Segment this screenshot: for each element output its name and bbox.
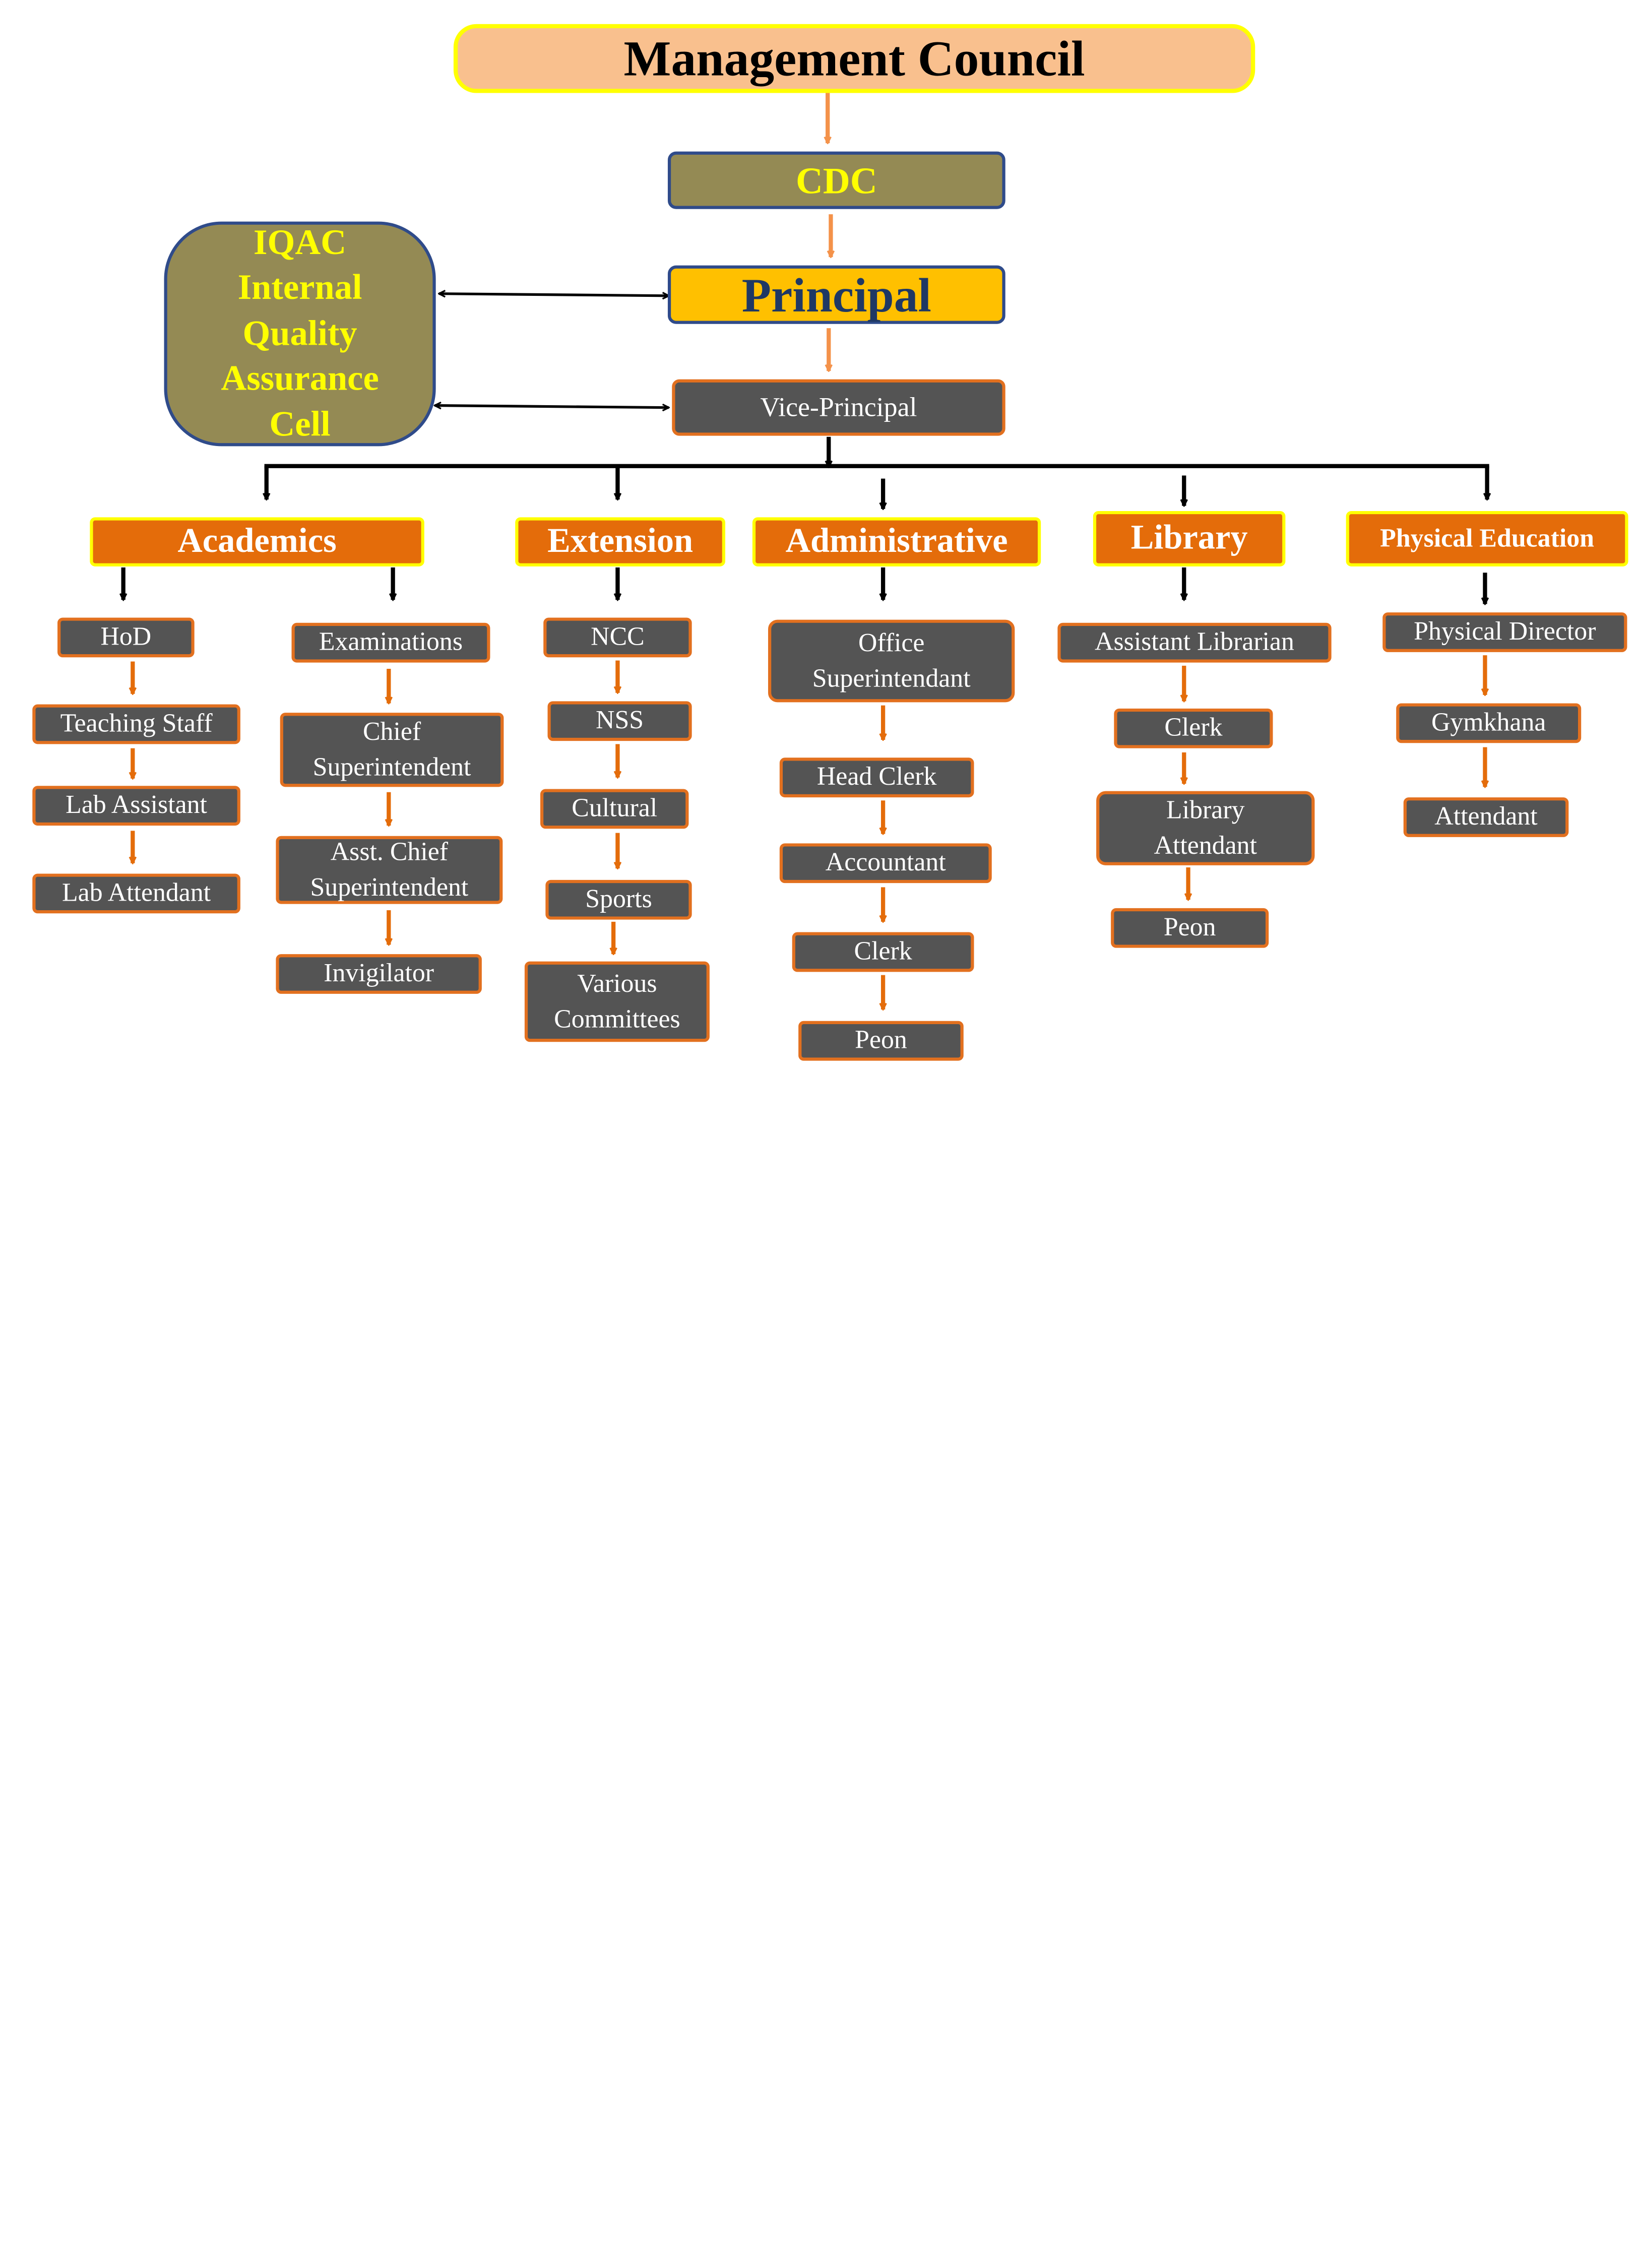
cultural-node: Cultural — [540, 789, 689, 829]
office-superintendant-line: Superintendant — [812, 664, 971, 692]
vice-principal-label: Vice-Principal — [760, 392, 917, 422]
admin-clerk-node: Clerk — [792, 932, 974, 972]
vice-principal-node: Vice-Principal — [672, 379, 1005, 436]
asst-chief-superintendent-line: Superintendent — [310, 873, 469, 902]
ncc-label: NCC — [591, 622, 645, 651]
various-committees-line: Various — [577, 969, 657, 998]
examinations-label: Examinations — [319, 628, 463, 657]
head-clerk-label: Head Clerk — [816, 763, 937, 791]
library-peon-label: Peon — [1163, 913, 1216, 942]
library-attendant-line: Attendant — [1154, 831, 1257, 860]
pe-attendant-node: Attendant — [1403, 797, 1569, 837]
management-council-label: Management Council — [623, 31, 1085, 87]
gymkhana-node: Gymkhana — [1396, 703, 1582, 743]
library-attendant-line: Library — [1166, 795, 1245, 824]
academics-label: Academics — [177, 522, 337, 560]
teaching-staff-node: Teaching Staff — [32, 704, 240, 744]
extension-node: Extension — [515, 517, 726, 566]
lab-assistant-label: Lab Assistant — [66, 791, 207, 820]
library-clerk-label: Clerk — [1164, 714, 1223, 742]
various-committees-node: Various Committees — [524, 961, 710, 1042]
ncc-node: NCC — [543, 617, 692, 658]
cdc-node: CDC — [667, 151, 1005, 209]
library-attendant-node: Library Attendant — [1096, 791, 1315, 865]
hod-node: HoD — [57, 617, 195, 658]
principal-node: Principal — [667, 265, 1005, 324]
arrow-iqac-principal — [439, 294, 669, 296]
cdc-label: CDC — [795, 159, 877, 202]
office-superintendant-line: Office — [858, 628, 925, 657]
iqac-line: Cell — [269, 405, 331, 444]
office-superintendant-node: Office Superintendant — [768, 619, 1015, 703]
sports-label: Sports — [585, 885, 652, 914]
library-node: Library — [1093, 511, 1286, 566]
admin-clerk-label: Clerk — [854, 937, 912, 966]
physical-education-node: Physical Education — [1346, 511, 1628, 566]
principal-label: Principal — [741, 268, 931, 322]
physical-director-label: Physical Director — [1414, 617, 1596, 646]
chief-superintendent-node: Chief Superintendent — [280, 713, 504, 787]
chief-superintendent-line: Superintendent — [312, 752, 471, 781]
iqac-line: Quality — [242, 314, 357, 353]
lab-attendant-label: Lab Attendant — [62, 878, 211, 907]
management-council-node: Management Council — [453, 24, 1255, 93]
asst-chief-superintendent-line: Asst. Chief — [330, 837, 449, 866]
admin-peon-node: Peon — [798, 1021, 964, 1061]
hod-label: HoD — [100, 622, 152, 651]
administrative-label: Administrative — [785, 522, 1008, 560]
gymkhana-label: Gymkhana — [1431, 708, 1546, 737]
arrow-iqac-vice-principal — [435, 406, 669, 408]
academics-node: Academics — [90, 517, 424, 566]
chief-superintendent-line: Chief — [362, 717, 421, 746]
extension-label: Extension — [547, 522, 694, 560]
library-label: Library — [1130, 519, 1248, 557]
nss-node: NSS — [547, 701, 692, 741]
physical-director-node: Physical Director — [1382, 612, 1627, 652]
sports-node: Sports — [545, 879, 692, 920]
physical-education-label: Physical Education — [1380, 524, 1595, 552]
nss-label: NSS — [596, 706, 644, 735]
accountant-label: Accountant — [825, 848, 946, 877]
iqac-line: IQAC — [254, 223, 347, 262]
examinations-node: Examinations — [291, 622, 490, 663]
iqac-node: IQAC Internal Quality Assurance Cell — [164, 221, 436, 447]
accountant-node: Accountant — [779, 843, 992, 884]
invigilator-node: Invigilator — [276, 954, 482, 994]
lab-attendant-node: Lab Attendant — [32, 873, 240, 914]
various-committees-line: Committees — [554, 1004, 680, 1033]
teaching-staff-label: Teaching Staff — [60, 709, 213, 738]
administrative-node: Administrative — [752, 517, 1041, 566]
lab-assistant-node: Lab Assistant — [32, 786, 240, 826]
iqac-line: Internal — [237, 269, 362, 308]
library-peon-node: Peon — [1111, 908, 1269, 948]
assistant-librarian-node: Assistant Librarian — [1057, 622, 1332, 663]
asst-chief-superintendent-node: Asst. Chief Superintendent — [276, 836, 503, 904]
pe-attendant-label: Attendant — [1434, 802, 1538, 831]
cultural-label: Cultural — [572, 794, 658, 823]
admin-peon-label: Peon — [855, 1026, 907, 1055]
invigilator-label: Invigilator — [324, 959, 434, 988]
library-clerk-node: Clerk — [1114, 708, 1273, 748]
head-clerk-node: Head Clerk — [779, 758, 974, 798]
iqac-line: Assurance — [221, 359, 379, 399]
assistant-librarian-label: Assistant Librarian — [1095, 628, 1294, 657]
